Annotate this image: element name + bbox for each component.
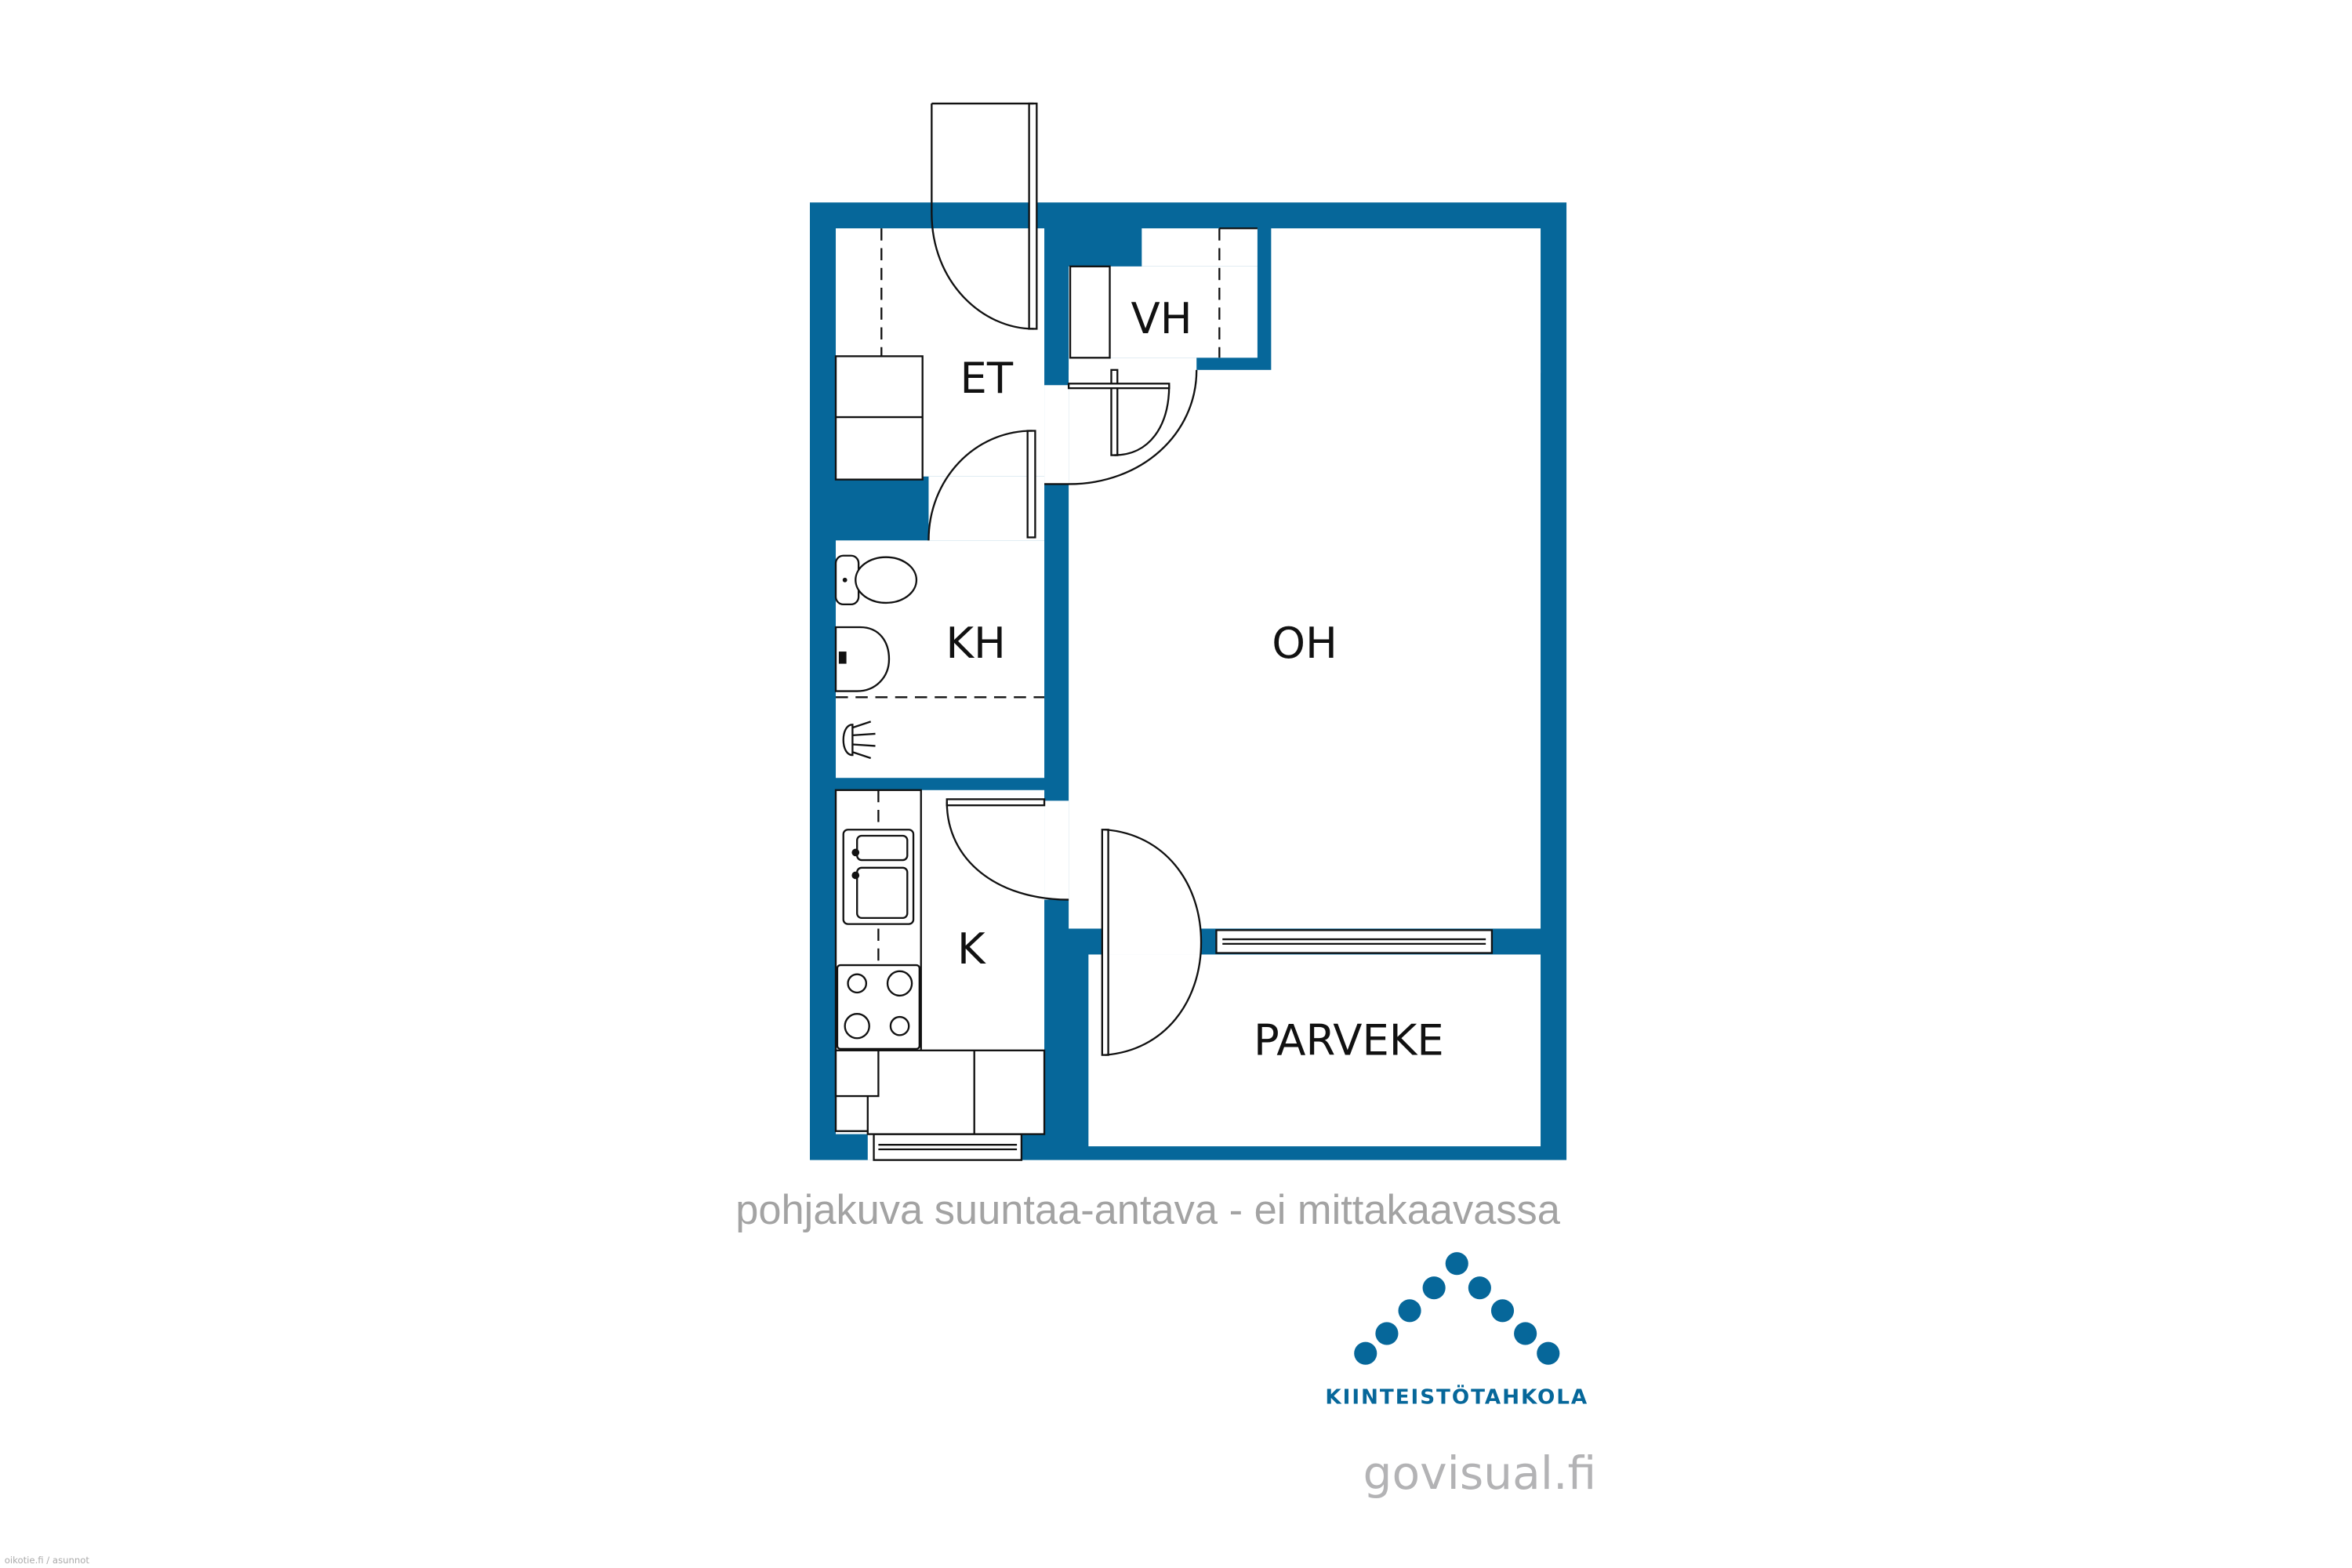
corner-watermark: oikotie.fi / asunnot	[5, 1555, 90, 1566]
window-balcony	[1215, 929, 1494, 954]
kitchen-door	[946, 798, 1069, 901]
room-label-k: K	[957, 924, 986, 974]
logo-text: KIINTEISTÖTAHKOLA	[1325, 1383, 1588, 1409]
bathroom-door	[927, 430, 1036, 541]
toilet-icon	[834, 554, 918, 606]
website-watermark: govisual.fi	[1363, 1446, 1597, 1500]
room-label-oh: OH	[1272, 619, 1338, 668]
entrance-closets	[834, 228, 924, 481]
room-label-vh: VH	[1131, 294, 1192, 343]
room-label-kh: KH	[946, 619, 1006, 668]
wardrobe-closets	[1069, 227, 1258, 359]
company-logo: KIINTEISTÖTAHKOLA	[1325, 1252, 1588, 1409]
room-label-et: ET	[960, 354, 1013, 403]
logo-dots-icon	[1354, 1252, 1560, 1365]
window-kitchen	[873, 1133, 1023, 1161]
stove-icon	[836, 964, 920, 1051]
floorplan-caption: pohjakuva suuntaa-antava - ei mittakaava…	[735, 1188, 1561, 1233]
shower-icon	[842, 720, 876, 760]
room-label-parveke: PARVEKE	[1254, 1016, 1444, 1065]
kitchen-sink-icon	[842, 829, 915, 925]
entry-door	[931, 102, 1038, 330]
sink-icon	[834, 626, 891, 692]
floorplan: ET VH KH OH K PARVEKE	[810, 102, 1567, 1161]
wardrobe-doors	[1044, 368, 1198, 485]
balcony-door	[1101, 829, 1203, 1056]
